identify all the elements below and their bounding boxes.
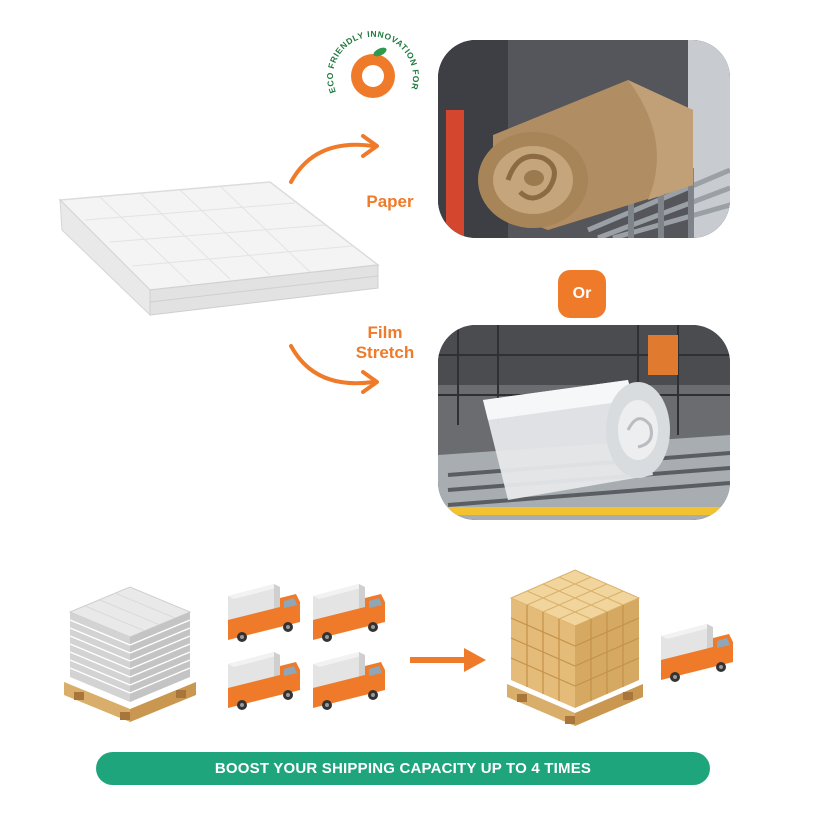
paper-roll-photo [438, 40, 730, 238]
delivery-truck-icon [222, 580, 302, 646]
delivery-truck-icon [307, 648, 387, 714]
eco-logo: ECO FRIENDLY INNOVATION FOR PACKAGING [318, 12, 421, 98]
curved-arrow-icon [289, 344, 379, 394]
right-arrow-icon [410, 648, 486, 672]
kraft-roll-icon [478, 80, 693, 230]
delivery-truck-icon [222, 648, 302, 714]
banner-text: BOOST YOUR SHIPPING CAPACITY UP TO 4 TIM… [214, 760, 592, 777]
or-badge: Or [558, 270, 606, 318]
film-roll-icon [483, 380, 670, 500]
delivery-truck-icon [655, 620, 735, 686]
film-label-line1: Film [367, 323, 403, 342]
shipping-capacity-banner: BOOST YOUR SHIPPING CAPACITY UP TO 4 TIM… [96, 752, 710, 785]
delivery-truck-icon [307, 580, 387, 646]
boxed-pallet-icon [507, 569, 643, 726]
orange-fruit-icon [351, 47, 395, 98]
film-roll-photo [438, 325, 730, 520]
flat-mattress-pallet-icon [64, 586, 196, 722]
mattress-icon [58, 181, 380, 317]
film-label-line2: Stretch [355, 343, 415, 362]
paper-label: Paper [366, 192, 414, 211]
curved-arrow-icon [289, 134, 379, 184]
